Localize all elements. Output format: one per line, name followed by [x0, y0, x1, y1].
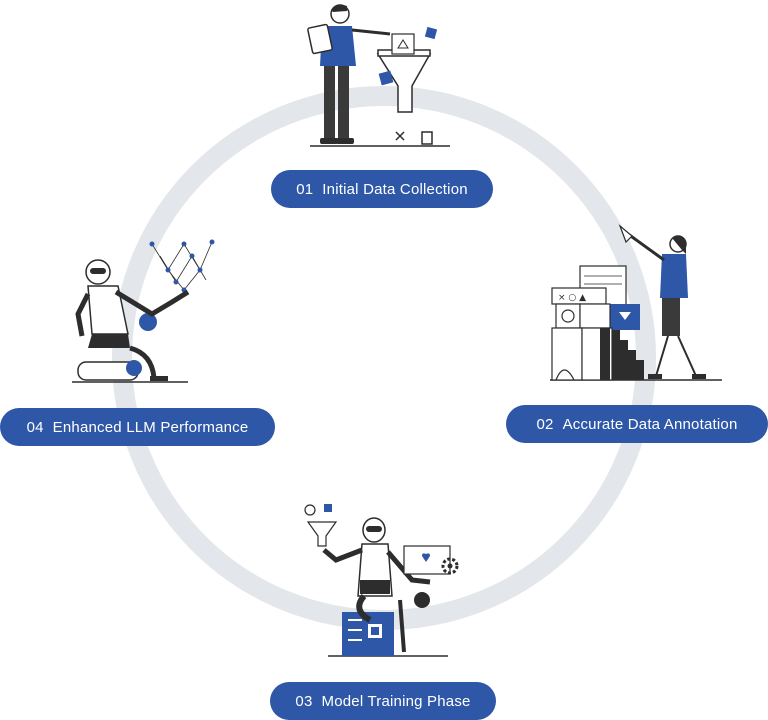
stage-3-label: Model Training Phase	[321, 692, 471, 710]
stage-2-pill: 02 Accurate Data Annotation	[506, 405, 768, 443]
model-training-illustration	[304, 504, 459, 657]
stage-1-pill: 01 Initial Data Collection	[271, 170, 493, 208]
stage-3-number: 03	[295, 692, 313, 710]
data-collection-illustration	[307, 4, 450, 147]
stage-2-label: Accurate Data Annotation	[562, 415, 738, 433]
llm-performance-illustration	[72, 239, 215, 383]
svg-text:× ○ ▲: × ○ ▲	[558, 293, 586, 303]
stage-4-label: Enhanced LLM Performance	[52, 418, 249, 436]
stage-3-pill: 03 Model Training Phase	[270, 682, 496, 720]
stage-2-number: 02	[536, 415, 554, 433]
stage-1-label: Initial Data Collection	[322, 180, 468, 198]
stage-4-pill: 04 Enhanced LLM Performance	[0, 408, 275, 446]
stage-4-number: 04	[26, 418, 44, 436]
data-annotation-illustration: × ○ ▲	[550, 224, 722, 381]
stage-1-number: 01	[296, 180, 314, 198]
